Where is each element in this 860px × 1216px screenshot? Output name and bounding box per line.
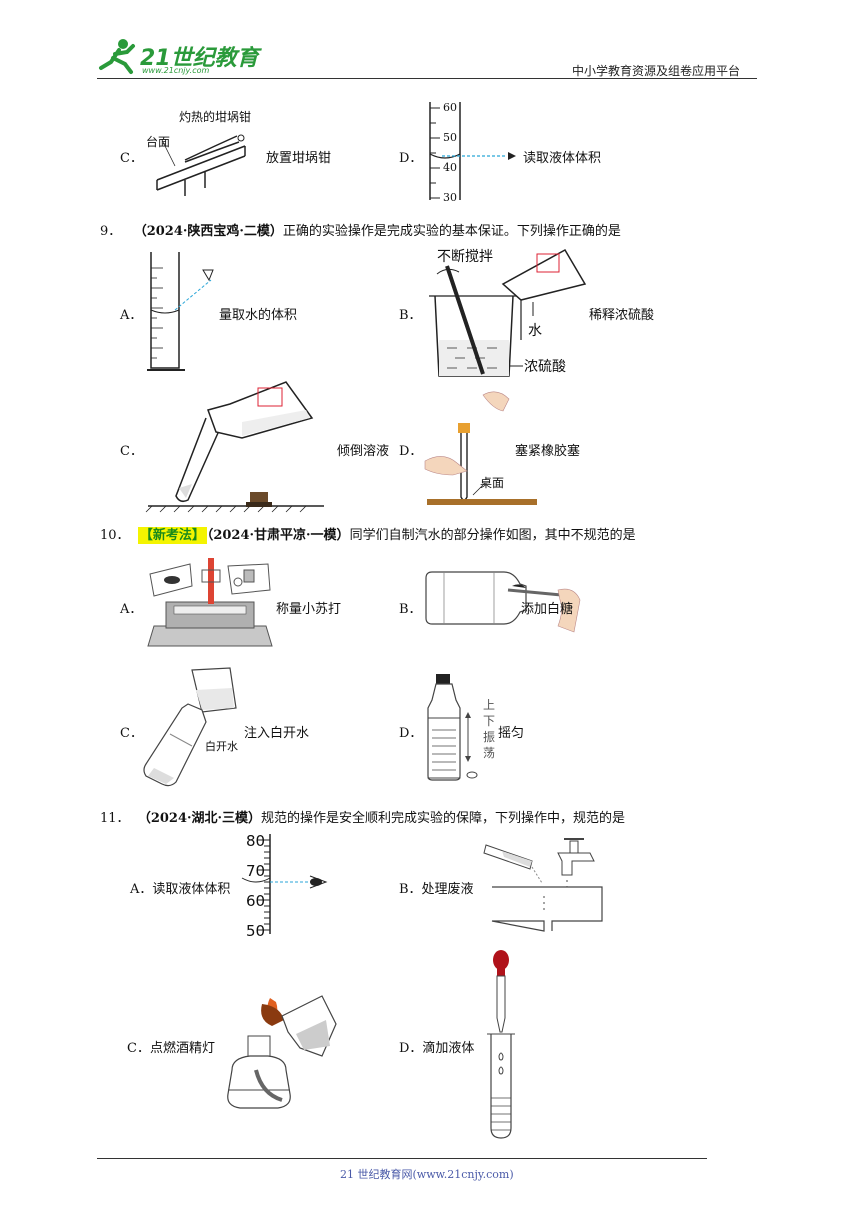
q11-b-waste-figure <box>483 838 603 932</box>
q8-d-letter: D． <box>399 151 423 166</box>
q8-d-label: 读取液体体积 <box>523 151 602 166</box>
header-rule <box>97 78 757 79</box>
footer-site[interactable]: 21 世纪教育网(www.21cnjy.com) <box>340 1168 514 1181</box>
scale-tick-60: 60 <box>246 892 266 910</box>
q9-a-letter: A． <box>120 308 143 323</box>
q11-a-cylinder-figure <box>241 834 328 934</box>
q10-b-sugar-figure <box>425 571 581 633</box>
q10-d-letter: D． <box>399 726 423 741</box>
q9-stem-text: 正确的实验操作是完成实验的基本保证。下列操作正确的是 <box>282 224 621 239</box>
footer-rule <box>97 1158 707 1159</box>
scale-tick-50: 50 <box>246 922 266 940</box>
logo-text: 21世纪教育 <box>140 46 259 71</box>
crucible-tongs-figure <box>156 134 246 196</box>
q9-d-letter: D． <box>399 444 423 459</box>
fig-shake-3: 振 <box>483 730 496 744</box>
logo-runner-icon <box>99 39 135 74</box>
cylinder-tick-60: 60 <box>443 101 457 114</box>
q11-d-label: D．滴加液体 <box>399 1041 475 1056</box>
fig-shake-2: 下 <box>483 714 496 728</box>
logo-url: www.21cnjy.com <box>142 66 210 75</box>
q11-source: （2024·湖北·三模） <box>137 811 262 826</box>
q9-c-pouring-figure <box>145 381 324 513</box>
q9-c-letter: C． <box>120 444 143 459</box>
fig-acid-label: 浓硫酸 <box>524 359 566 375</box>
q10-c-letter: C． <box>120 726 143 741</box>
q10-number: 10． <box>100 528 130 543</box>
fig-table-label: 台面 <box>146 135 171 149</box>
q9-b-dilution-figure <box>429 248 587 377</box>
q10-stem-text: 同学们自制汽水的部分操作如图，其中不规范的是 <box>349 528 636 543</box>
fig-tongs-label: 灼热的坩埚钳 <box>179 110 252 124</box>
q9-b-label: 稀释浓硫酸 <box>589 308 655 323</box>
q9-source: （2024·陕西宝鸡·二模） <box>133 224 283 239</box>
q9-number: 9． <box>100 224 122 239</box>
q11-number: 11． <box>100 811 130 826</box>
q9-a-label: 量取水的体积 <box>219 308 298 323</box>
q9-b-letter: B． <box>399 308 422 323</box>
q8-c-letter: C． <box>120 151 143 166</box>
q11-stem: 11． （2024·湖北·三模）规范的操作是安全顺利完成实验的保障，下列操作中，… <box>100 807 625 826</box>
q8-c-label: 放置坩埚钳 <box>266 151 332 166</box>
fig-shake-4: 荡 <box>483 746 496 760</box>
q9-a-cylinder-figure <box>147 252 214 371</box>
scale-tick-70: 70 <box>246 862 266 880</box>
scale-tick-80: 80 <box>246 832 266 850</box>
fig-boiled-water-label: 白开水 <box>205 740 238 753</box>
fig-shake-1: 上 <box>483 698 496 712</box>
cylinder-reading-figure <box>429 102 516 200</box>
q10-source: （2024·甘肃平凉·一模） <box>206 528 350 543</box>
platform-name: 中小学教育资源及组卷应用平台 <box>572 64 741 78</box>
fig-water-label: 水 <box>528 323 542 339</box>
q10-stem: 10． 【新考法】（2024·甘肃平凉·一模）同学们自制汽水的部分操作如图，其中… <box>100 524 636 544</box>
fig-stir-label: 不断搅拌 <box>437 249 493 265</box>
q9-stem: 9． （2024·陕西宝鸡·二模）正确的实验操作是完成实验的基本保证。下列操作正… <box>100 220 621 239</box>
q9-c-label: 倾倒溶液 <box>337 444 390 459</box>
fig-desk-label: 桌面 <box>480 476 505 490</box>
q11-c-alcohol-lamp-figure <box>227 995 337 1109</box>
q10-d-label: 摇匀 <box>498 726 525 741</box>
cylinder-tick-40: 40 <box>443 161 457 174</box>
q10-new-method-tag: 【新考法】 <box>137 527 207 544</box>
q11-b-label: B．处理废液 <box>399 882 474 897</box>
q10-b-label: 添加白糖 <box>521 602 574 617</box>
q10-a-balance-figure <box>147 558 273 647</box>
q10-d-shake-figure <box>427 674 478 781</box>
q11-a-label: A．读取液体体积 <box>130 882 231 897</box>
q10-c-pour-water-figure <box>143 667 237 787</box>
q10-b-letter: B． <box>399 602 422 617</box>
q11-c-label: C．点燃酒精灯 <box>127 1041 215 1056</box>
q9-d-label: 塞紧橡胶塞 <box>515 444 581 459</box>
q11-stem-text: 规范的操作是安全顺利完成实验的保障，下列操作中，规范的是 <box>261 811 626 826</box>
q10-a-letter: A． <box>120 602 143 617</box>
cylinder-tick-30: 30 <box>443 191 457 204</box>
q10-c-label: 注入白开水 <box>244 726 310 741</box>
q10-a-label: 称量小苏打 <box>276 602 342 617</box>
q9-d-stopper-figure <box>424 391 537 505</box>
q11-d-dropper-figure <box>487 950 515 1139</box>
cylinder-tick-50: 50 <box>443 131 457 144</box>
